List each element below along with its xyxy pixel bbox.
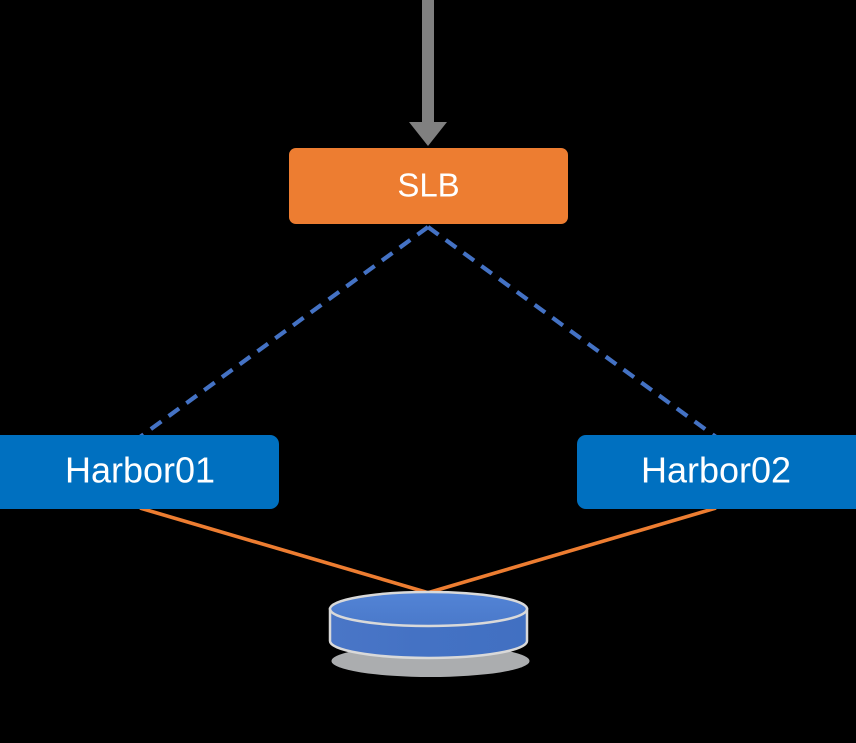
harbor01-node-shape — [0, 435, 279, 509]
harbor02-node-label: Harbor02 — [641, 450, 791, 491]
harbor01-node[interactable]: Harbor01 — [0, 435, 279, 509]
harbor02-node[interactable]: Harbor02 — [577, 435, 856, 509]
inbound-traffic-arrow — [409, 0, 447, 146]
slb-to-harbor01-connector — [138, 225, 430, 439]
slb-to-harbor02-connector — [426, 225, 718, 439]
harbor01-node-label: Harbor01 — [65, 450, 215, 491]
harbor02-node-shape — [577, 435, 856, 509]
slb-node[interactable]: SLB — [289, 148, 568, 224]
cylinder-top — [328, 590, 529, 628]
harbor02-to-storage-connector — [426, 506, 717, 595]
harbor01-to-storage-connector — [139, 506, 430, 595]
shared-storage-cylinder[interactable] — [328, 590, 530, 677]
slb-node-shape — [289, 148, 568, 224]
slb-node-label: SLB — [397, 167, 459, 204]
